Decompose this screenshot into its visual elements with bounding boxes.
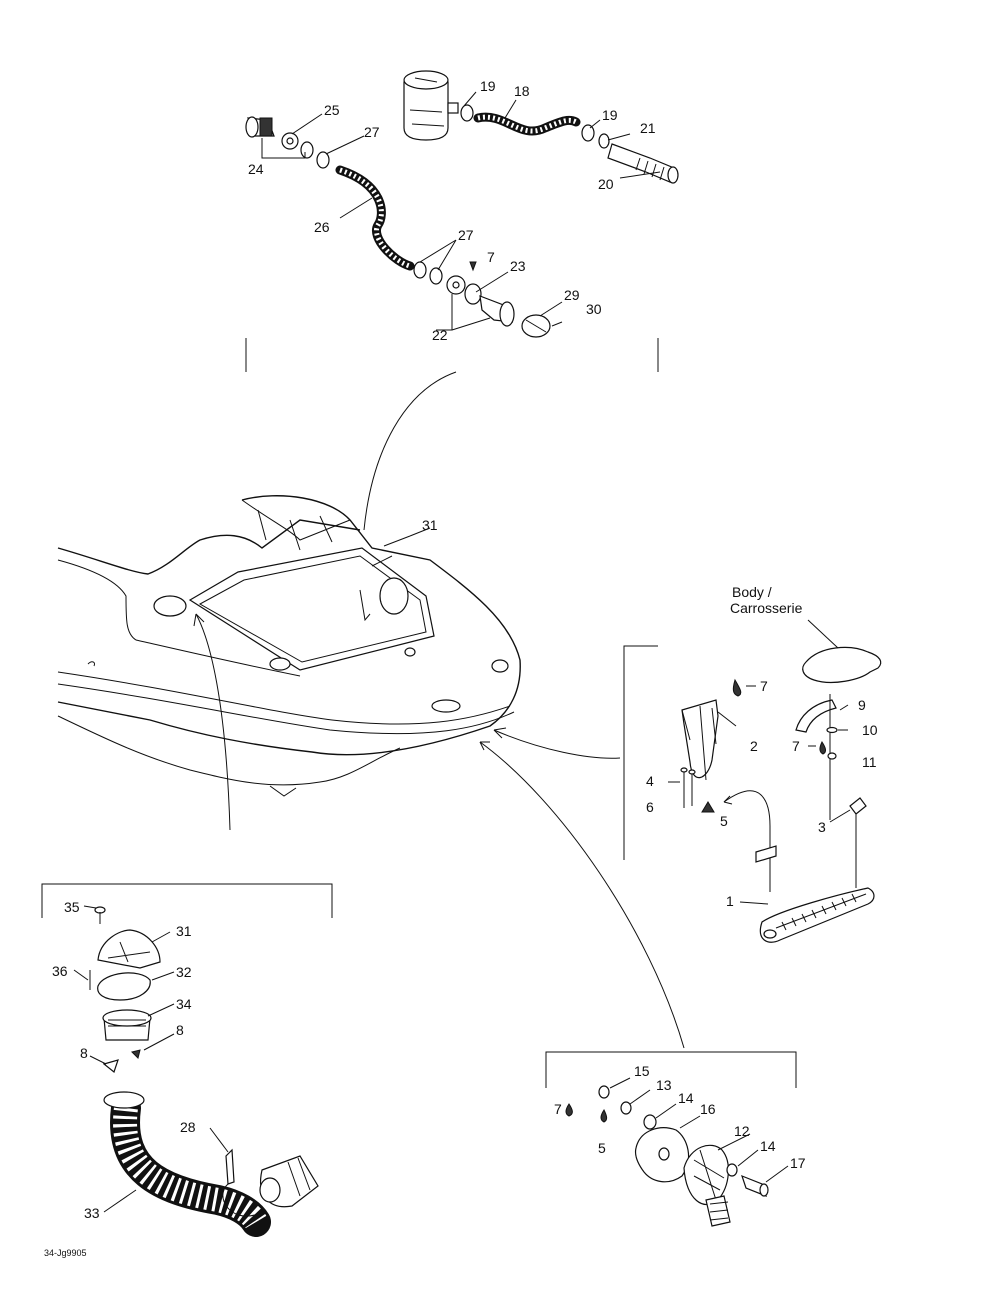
label-34: 34 [176, 996, 192, 1012]
label-6: 6 [646, 799, 654, 815]
label-22: 22 [432, 327, 448, 343]
body-label-line2: Carrosserie [730, 600, 803, 616]
label-14b: 14 [760, 1138, 776, 1154]
drawing-code: 34-Jg9905 [44, 1248, 87, 1258]
label-19a: 19 [480, 78, 496, 94]
label-8a: 8 [176, 1022, 184, 1038]
label-11: 11 [862, 754, 877, 770]
label-27b: 27 [458, 227, 474, 243]
label-12: 12 [734, 1123, 750, 1139]
label-26: 26 [314, 219, 330, 235]
label-2: 2 [750, 738, 758, 754]
label-24: 24 [248, 161, 264, 177]
label-8b: 8 [80, 1045, 88, 1061]
label-29: 29 [564, 287, 580, 303]
label-7a: 7 [487, 249, 495, 265]
label-5b: 5 [598, 1140, 606, 1156]
label-3: 3 [818, 819, 826, 835]
label-9: 9 [858, 697, 866, 713]
body-label-line1: Body / [732, 584, 772, 600]
label-20: 20 [598, 176, 614, 192]
label-28: 28 [180, 1119, 196, 1135]
vent-assembly [41, 883, 333, 1237]
label-17: 17 [790, 1155, 806, 1171]
label-31b: 31 [176, 923, 192, 939]
label-35: 35 [64, 899, 80, 915]
label-27a: 27 [364, 124, 380, 140]
drain-assembly [545, 1051, 797, 1227]
label-19b: 19 [602, 107, 618, 123]
label-30: 30 [586, 301, 602, 317]
label-10: 10 [862, 722, 878, 738]
label-7c: 7 [792, 738, 800, 754]
label-5a: 5 [720, 813, 728, 829]
label-1: 1 [726, 893, 734, 909]
label-14a: 14 [678, 1090, 694, 1106]
label-16: 16 [700, 1101, 716, 1117]
label-4: 4 [646, 773, 654, 789]
label-36: 36 [52, 963, 68, 979]
label-13: 13 [656, 1077, 672, 1093]
label-7b: 7 [760, 678, 768, 694]
label-32: 32 [176, 964, 192, 980]
label-21: 21 [640, 120, 656, 136]
label-33: 33 [84, 1205, 100, 1221]
label-25: 25 [324, 102, 340, 118]
label-18: 18 [514, 83, 530, 99]
top-assembly [245, 70, 679, 531]
label-7d: 7 [554, 1101, 562, 1117]
reservoir [403, 70, 459, 141]
hull [57, 495, 685, 1049]
label-31a: 31 [422, 517, 438, 533]
label-23: 23 [510, 258, 526, 274]
callout-labels: 19 18 19 21 20 25 27 24 26 27 7 23 29 30… [44, 78, 878, 1258]
right-assembly [623, 619, 882, 943]
label-15: 15 [634, 1063, 650, 1079]
